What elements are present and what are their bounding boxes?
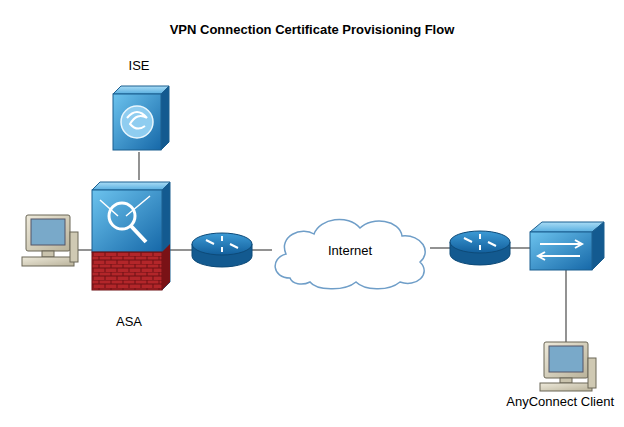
node-label: ISE — [127, 58, 152, 74]
asa-firewall-icon — [162, 244, 170, 290]
workstation-icon — [22, 215, 78, 266]
asa-firewall-icon — [109, 203, 135, 229]
asa-firewall-icon — [92, 182, 170, 290]
asa-firewall-icon — [162, 182, 170, 290]
node-label: Internet — [326, 243, 374, 259]
workstation-icon — [26, 215, 70, 251]
internet-cloud: Internet — [268, 212, 432, 290]
cloud-outline — [275, 219, 425, 288]
workstation-icon — [42, 251, 54, 257]
workstation-icon — [540, 342, 596, 391]
asa-firewall-icon — [92, 190, 162, 252]
network-wire — [252, 249, 272, 250]
diagram-title: VPN Connection Certificate Provisioning … — [0, 22, 624, 37]
router-icon — [464, 234, 496, 250]
switch-icon — [530, 222, 604, 270]
ise-appliance-icon — [161, 86, 169, 150]
node-label: AnyConnect Client — [504, 394, 616, 410]
asa-firewall-icon — [131, 226, 146, 242]
router-icon — [192, 233, 252, 255]
asa-firewall-icon — [100, 196, 150, 216]
network-wire — [565, 270, 566, 342]
switch-icon — [538, 240, 582, 260]
network-wire — [510, 247, 530, 248]
ise-appliance-icon — [113, 86, 169, 150]
router-icon — [450, 231, 510, 253]
router-icon — [192, 233, 252, 267]
workstation-icon — [31, 219, 65, 245]
network-link — [138, 152, 139, 180]
workstation-icon — [540, 383, 592, 391]
router-icon — [206, 236, 238, 252]
switch-icon — [592, 222, 604, 270]
ise-node: ISE — [110, 58, 168, 152]
ise-appliance-icon — [113, 94, 161, 150]
ise-appliance-icon — [113, 86, 169, 94]
switch-icon — [530, 232, 592, 270]
client-node: AnyConnect Client — [500, 340, 620, 410]
asa-node: ASA — [88, 180, 170, 330]
asa-firewall-icon — [92, 182, 170, 190]
workstation-icon — [588, 358, 596, 388]
network-wire — [430, 247, 450, 248]
asa-firewall-icon — [92, 252, 162, 290]
node-label: ASA — [114, 314, 144, 330]
workstation-icon — [549, 346, 583, 372]
workstation-icon — [560, 378, 572, 383]
router-icon — [450, 231, 510, 265]
workstation-icon — [544, 342, 588, 378]
ise-appliance-icon — [127, 112, 147, 129]
workstation-icon — [70, 232, 78, 262]
ise-appliance-icon — [121, 106, 153, 138]
switch-icon — [530, 222, 604, 232]
network-wire — [170, 249, 192, 250]
workstation-icon — [22, 257, 74, 266]
